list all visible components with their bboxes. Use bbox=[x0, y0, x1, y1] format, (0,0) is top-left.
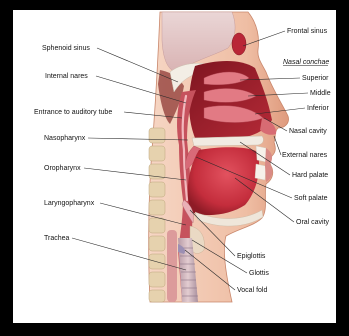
label-nasal-conchae-heading: Nasal conchae bbox=[283, 59, 329, 66]
frontal-sinus-shape bbox=[232, 33, 246, 55]
label-laryngopharynx: Laryngopharynx bbox=[44, 200, 95, 207]
label-sphenoid-sinus: Sphenoid sinus bbox=[42, 45, 90, 52]
label-oropharynx: Oropharynx bbox=[44, 165, 81, 172]
label-oral-cavity: Oral cavity bbox=[296, 219, 330, 226]
hard-palate-shape bbox=[192, 136, 263, 146]
label-epiglottis: Epiglottis bbox=[237, 253, 266, 260]
label-soft-palate: Soft palate bbox=[294, 195, 328, 202]
label-inferior: Inferior bbox=[307, 105, 329, 112]
label-external-nares: External nares bbox=[282, 152, 328, 159]
label-middle: Middle bbox=[310, 90, 331, 97]
label-superior: Superior bbox=[302, 75, 329, 82]
label-internal-nares: Internal nares bbox=[45, 73, 88, 80]
label-hard-palate: Hard palate bbox=[292, 172, 328, 179]
label-frontal-sinus: Frontal sinus bbox=[287, 28, 328, 35]
vertebral-column bbox=[149, 128, 165, 302]
left-labels: Sphenoid sinus Internal nares Entrance t… bbox=[34, 45, 112, 242]
label-trachea: Trachea bbox=[44, 235, 70, 242]
lower-teeth bbox=[255, 164, 266, 180]
label-entrance-auditory-tube: Entrance to auditory tube bbox=[34, 109, 112, 116]
label-nasal-cavity: Nasal cavity bbox=[289, 128, 327, 135]
label-glottis: Glottis bbox=[249, 270, 269, 277]
label-vocal-fold: Vocal fold bbox=[237, 287, 267, 294]
label-nasopharynx: Nasopharynx bbox=[44, 135, 86, 142]
upper-teeth bbox=[256, 146, 266, 162]
